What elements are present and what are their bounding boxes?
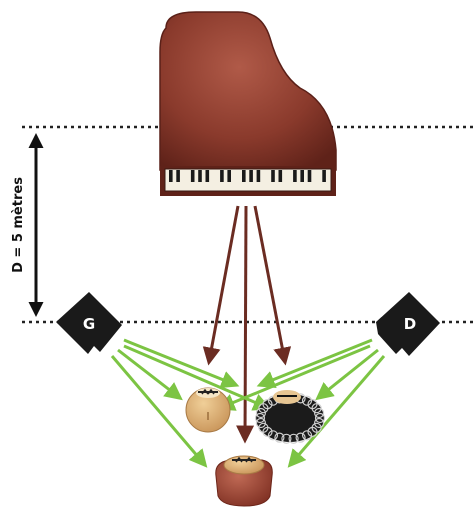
piano-arrow-left [202, 205, 240, 366]
right-speaker-arrow-2 [315, 348, 379, 401]
piano-black-key [293, 170, 297, 182]
piano-black-key [190, 170, 195, 182]
hair-curl [254, 412, 266, 424]
hair-curl [314, 407, 325, 419]
left-speaker-arrow-3 [110, 355, 208, 468]
hair-curl [301, 430, 313, 441]
piano-black-key [176, 170, 180, 182]
listener-head-icon [254, 390, 326, 444]
piano-black-key [220, 170, 224, 182]
hair-curl [255, 417, 266, 429]
piano-black-key [169, 170, 173, 182]
piano-black-key [300, 170, 304, 182]
piano-black-key [205, 170, 210, 182]
distance-indicator: D = 5 mètres [11, 133, 44, 317]
right-speaker-label: D [404, 315, 416, 333]
left-speaker-arrow-1 [123, 338, 240, 388]
piano-black-key [198, 170, 202, 182]
piano-arrow-right [253, 205, 292, 366]
grand-piano-icon [159, 11, 337, 196]
right-speaker-arrow-4 [216, 344, 371, 411]
left-speaker-label: G [83, 315, 95, 333]
hair-curl [314, 417, 325, 429]
hair-curl [301, 395, 313, 406]
right-speaker-icon: D [376, 292, 440, 356]
hair-curl [262, 399, 273, 410]
listener-head-icon [215, 455, 273, 507]
hair-curl [258, 422, 269, 433]
piano-black-key [322, 170, 326, 182]
distance-label: D = 5 mètres [11, 177, 26, 273]
right-speaker-arrow-1 [256, 338, 373, 388]
left-speaker-arrow-2 [117, 348, 183, 401]
listener-head-icon [185, 387, 231, 433]
piano-black-key [271, 170, 275, 182]
hair-curl [307, 426, 318, 437]
left-speaker-icon: G [56, 292, 122, 354]
piano-black-key [256, 170, 261, 182]
hair-curl [281, 433, 292, 444]
hair-curl [295, 432, 306, 443]
hair-curl [314, 412, 326, 424]
piano-black-key [278, 170, 283, 182]
hair-curl [274, 432, 285, 443]
piano-arrow-center [236, 205, 255, 444]
right-speaker-arrow-3 [287, 355, 386, 468]
piano-black-key [249, 170, 253, 182]
piano-black-key [242, 170, 246, 182]
hair-curl [288, 433, 299, 444]
hair-curl [255, 407, 266, 419]
piano-black-key [307, 170, 312, 182]
piano-black-key [227, 170, 231, 182]
hair-curl [311, 403, 322, 414]
hair-curl [267, 430, 279, 441]
piano-keyboard [169, 170, 326, 182]
